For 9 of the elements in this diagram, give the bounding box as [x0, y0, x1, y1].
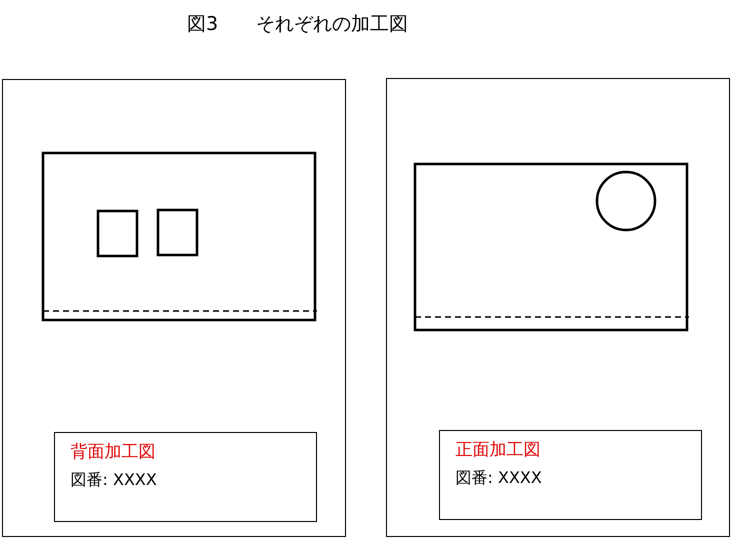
drawing-sheet — [386, 78, 730, 537]
drawing-number: 図番: XXXX — [456, 466, 542, 488]
drawing-title: 正面加工図 — [456, 438, 540, 460]
title-block — [438, 430, 702, 520]
drawing-title: 背面加工図 — [70, 440, 156, 462]
title-block — [54, 432, 316, 522]
drawing-number: 図番: XXXX — [70, 468, 157, 490]
drawing-sheet — [2, 79, 346, 537]
title: 図3 それぞれの加工図 — [187, 12, 408, 37]
